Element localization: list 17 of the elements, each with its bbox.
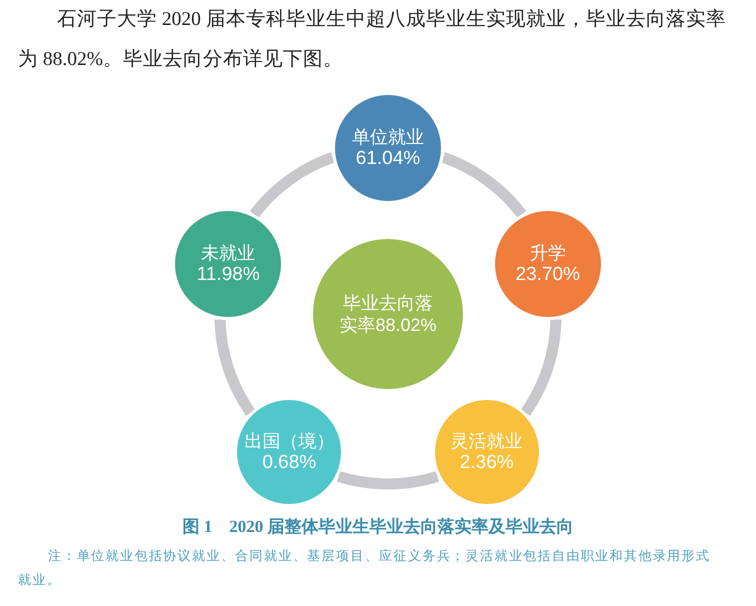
ring-arc — [520, 319, 562, 416]
ring-arc — [214, 319, 256, 416]
footnote-text: 注：单位就业包括协议就业、合同就业、基层项目、应征义务兵；灵活就业包括自由职业和其他录用形式就业。 — [18, 547, 712, 589]
percentage-value: 61.04% — [356, 148, 420, 170]
category-label: 升学 — [530, 242, 566, 264]
figure-caption: 图 1 2020 届整体毕业生毕业去向落实率及毕业去向 — [182, 516, 574, 538]
percentage-value: 2.36% — [460, 452, 514, 474]
category-label: 出国（境） — [244, 430, 334, 452]
percentage-value: 23.70% — [516, 264, 580, 286]
rate-label: 毕业去向落实率88.02% — [338, 292, 438, 336]
percentage-value: 11.98% — [196, 264, 260, 286]
category-label: 单位就业 — [352, 126, 424, 148]
percentage-value: 0.68% — [262, 452, 316, 474]
category-label: 灵活就业 — [450, 430, 523, 452]
category-label: 未就业 — [201, 242, 256, 264]
intro-paragraph: 石河子大学 2020 届本专科毕业生中超八成毕业生实现就业，毕业去向落实率为 88.02%。毕业去向分布详见下图。 — [18, 8, 726, 72]
ring-arc — [337, 471, 439, 490]
